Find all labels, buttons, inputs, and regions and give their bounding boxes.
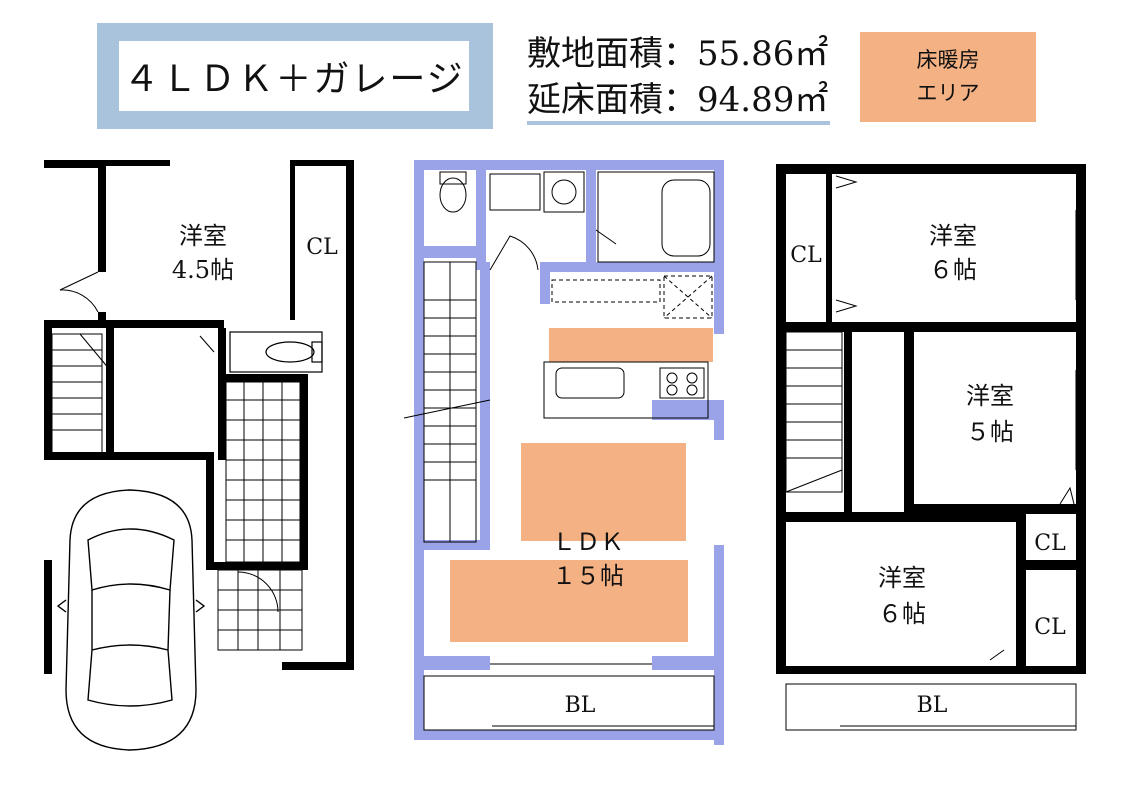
f2-balcony-label: BL [565,693,596,718]
f3-balcony-label: BL [917,693,948,718]
f3-closet-c: CL [1034,615,1066,640]
floor1-plan: 洋室 4.5帖 CL [44,160,354,751]
ldk-label: ＬＤＫ [552,528,624,556]
f1-closet-label: CL [306,235,338,260]
legend-line1: 床暖房 [916,48,980,72]
area-underline [527,121,830,125]
f1-room-label: 洋室 [179,222,227,250]
title-frame: ４ＬＤＫ＋ガレージ [97,23,493,129]
f3-room-c-size: ６帖 [878,600,926,628]
car-icon [56,489,206,751]
f3-closet-b: CL [1034,531,1066,556]
heat-kitchen [549,328,713,362]
floor3-plan: 洋室 ６帖 洋室 ５帖 洋室 ６帖 CL CL CL BL [776,164,1086,731]
f3-closet-a: CL [790,243,822,268]
floor2-plan: ＬＤＫ １５帖 BL [403,160,724,745]
f3-room-b-size: ５帖 [966,418,1014,446]
site-area: 敷地面積：55.86㎡ [527,34,829,74]
legend-line2: エリア [916,81,980,105]
f1-room-size: 4.5帖 [172,256,234,284]
f3-room-a-size: ６帖 [929,256,977,284]
f3-room-a-label: 洋室 [929,222,977,250]
heat-ldk-2 [450,560,688,642]
floor-heating-legend: 床暖房 エリア [860,32,1036,122]
heat-ldk-1 [521,443,686,541]
floor-area: 延床面積：94.89㎡ [527,80,829,120]
ldk-size: １５帖 [552,562,624,590]
f3-room-c-label: 洋室 [878,564,926,592]
f3-room-b-label: 洋室 [966,382,1014,410]
plan-title: ４ＬＤＫ＋ガレージ [119,41,469,111]
